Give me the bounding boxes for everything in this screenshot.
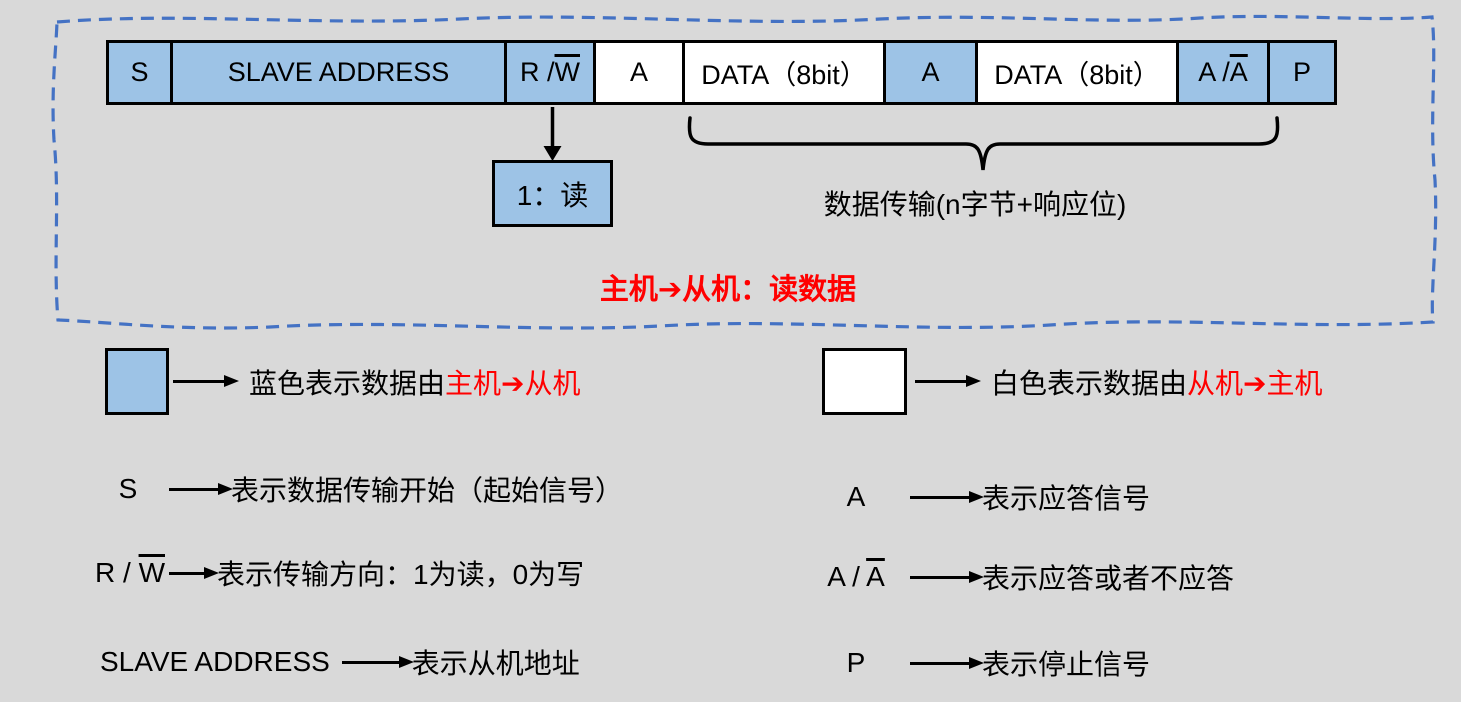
legend-row-ack: A 表示应答信号 [820,477,1150,517]
white-swatch [822,348,907,415]
legend-key: A [846,481,866,512]
legend-text: 白色表示数据由从机➔主机 [991,367,1323,399]
legend-key: S [118,473,138,504]
right-arrow-icon [915,375,981,387]
legend-key: SLAVE ADDRESS [100,646,330,677]
frame-cell-slave-address: SLAVE ADDRESS [170,40,507,105]
legend-row-rw: R / W 表示传输方向：1为读，0为写 [95,553,584,593]
legend-row-blue-swatch: 蓝色表示数据由主机➔从机 [105,348,580,415]
frame-cell-ack-1: A [593,40,685,105]
right-arrow-icon [910,570,984,583]
frame-row: S SLAVE ADDRESS R / W A DATA（8bit） A DAT… [106,40,1337,105]
legend-text: 表示从机地址 [411,648,580,679]
data-transfer-brace [687,116,1280,171]
legend-key: R / W [95,557,165,588]
right-arrow-icon [910,490,984,503]
legend-key: A / A [827,561,885,592]
frame-cell-ack-nack: A / A [1176,40,1270,105]
down-arrow-icon [543,146,562,161]
legend-text: 表示应答信号 [982,483,1151,514]
frame-cell-ack-2: A [883,40,978,105]
right-arrow-icon [169,482,233,495]
legend-row-white-swatch: 白色表示数据由从机➔主机 [822,348,1322,415]
frame-cell-data-1: DATA（8bit） [682,40,886,105]
read-value-label: 1：读 [516,179,589,211]
legend-text: 蓝色表示数据由主机➔从机 [249,367,581,399]
right-arrow-icon [910,656,984,669]
legend-text: 表示应答或者不应答 [982,563,1235,594]
legend-text: 表示停止信号 [982,649,1151,680]
legend-row-start: S 表示数据传输开始（起始信号） [95,469,623,509]
legend-text: 表示数据传输开始（起始信号） [231,475,624,506]
right-arrow-icon [341,655,414,668]
legend-row-ack-nack: A / A 表示应答或者不应答 [820,557,1234,597]
frame-cell-data-2: DATA（8bit） [975,40,1179,105]
blue-swatch [105,348,169,415]
frame-cell-rw: R / W [504,40,596,105]
legend-row-slave-address: SLAVE ADDRESS 表示从机地址 [100,642,580,682]
read-value-box: 1：读 [492,160,613,227]
legend-text: 表示传输方向：1为读，0为写 [217,559,585,590]
red-heading: 主机➔从机：读数据 [599,274,857,306]
dashed-wavy-border [51,14,1438,330]
right-arrow-icon [173,375,239,387]
frame-cell-start: S [106,40,173,105]
right-arrow-icon [169,566,219,579]
legend-key: P [846,647,866,678]
legend-row-stop: P 表示停止信号 [820,643,1150,683]
brace-label: 数据传输(n字节+响应位) [823,189,1127,220]
frame-cell-stop: P [1267,40,1337,105]
